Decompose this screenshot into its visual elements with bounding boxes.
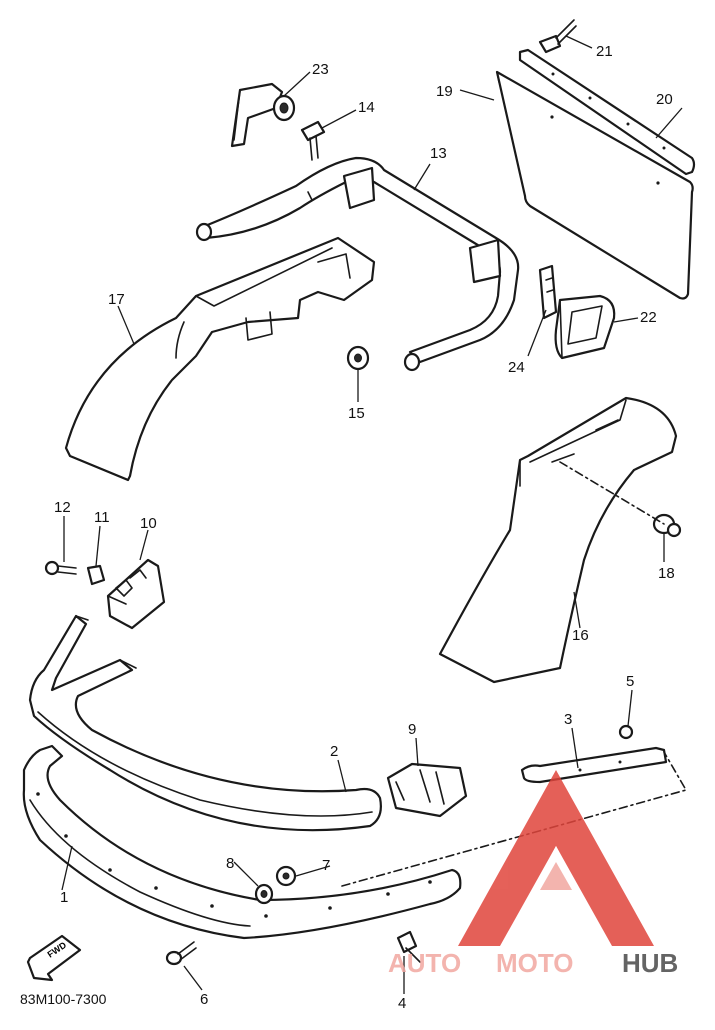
assembly-lines bbox=[341, 461, 687, 887]
part-22-bracket bbox=[554, 294, 616, 360]
callout-23: 23 bbox=[312, 61, 329, 78]
callout-24: 24 bbox=[508, 359, 525, 376]
part-20-strip bbox=[518, 48, 696, 176]
callout-12: 12 bbox=[54, 499, 71, 516]
callout-15: 15 bbox=[348, 405, 365, 422]
part-5-nut bbox=[618, 724, 634, 740]
part-3-strip bbox=[520, 746, 668, 784]
callout-19: 19 bbox=[436, 83, 453, 100]
callout-6: 6 bbox=[200, 991, 208, 1008]
part-19-plate bbox=[495, 70, 694, 300]
part-14-bolt bbox=[300, 120, 326, 161]
part-9-damper bbox=[386, 762, 468, 818]
callout-16: 16 bbox=[572, 627, 589, 644]
callout-9: 9 bbox=[408, 721, 416, 738]
part-16-side-cover bbox=[438, 396, 678, 684]
callout-7: 7 bbox=[322, 857, 330, 874]
callout-labels: 1 2 3 4 5 6 7 8 9 10 11 12 13 14 15 16 1… bbox=[54, 43, 675, 1012]
part-10-damper bbox=[106, 558, 166, 630]
callout-18: 18 bbox=[658, 565, 675, 582]
part-1-bumper bbox=[22, 744, 462, 940]
callout-21: 21 bbox=[596, 43, 613, 60]
part-15-grommet bbox=[346, 345, 370, 371]
part-17-side-cover bbox=[64, 236, 376, 482]
part-4-screw bbox=[396, 930, 421, 963]
part-11-collar bbox=[86, 564, 106, 586]
callout-11: 11 bbox=[94, 509, 110, 526]
callout-1: 1 bbox=[60, 889, 68, 906]
callout-10: 10 bbox=[140, 515, 157, 532]
callout-3: 3 bbox=[564, 711, 572, 728]
callout-17: 17 bbox=[108, 291, 125, 308]
callout-13: 13 bbox=[430, 145, 447, 162]
part-12-bolt bbox=[44, 560, 77, 576]
part-24-clip bbox=[538, 264, 558, 320]
part-13-rail bbox=[195, 156, 520, 372]
callout-22: 22 bbox=[640, 309, 657, 326]
callout-8: 8 bbox=[226, 855, 234, 872]
part-2-guard bbox=[28, 614, 382, 832]
callout-14: 14 bbox=[358, 99, 375, 116]
part-6-screw bbox=[165, 941, 197, 966]
watermark-logo: AUTO MOTO HUB bbox=[388, 770, 678, 978]
leader-lines bbox=[61, 35, 683, 994]
part-21-screw bbox=[538, 19, 577, 54]
callout-20: 20 bbox=[656, 91, 673, 108]
watermark-auto: AUTO bbox=[388, 948, 461, 978]
part-8-grommet bbox=[254, 883, 274, 905]
callout-2: 2 bbox=[330, 743, 338, 760]
watermark-hub: HUB bbox=[622, 948, 678, 978]
watermark-moto: MOTO bbox=[496, 948, 574, 978]
part-23-bracket bbox=[230, 82, 296, 148]
callout-4: 4 bbox=[398, 995, 406, 1012]
part-18-nut bbox=[652, 513, 682, 538]
diagram-code: 83M100-7300 bbox=[20, 991, 107, 1007]
watermark-triangle bbox=[458, 770, 654, 946]
fwd-arrow: FWD bbox=[26, 934, 82, 982]
callout-5: 5 bbox=[626, 673, 634, 690]
part-7-grommet bbox=[275, 865, 297, 887]
